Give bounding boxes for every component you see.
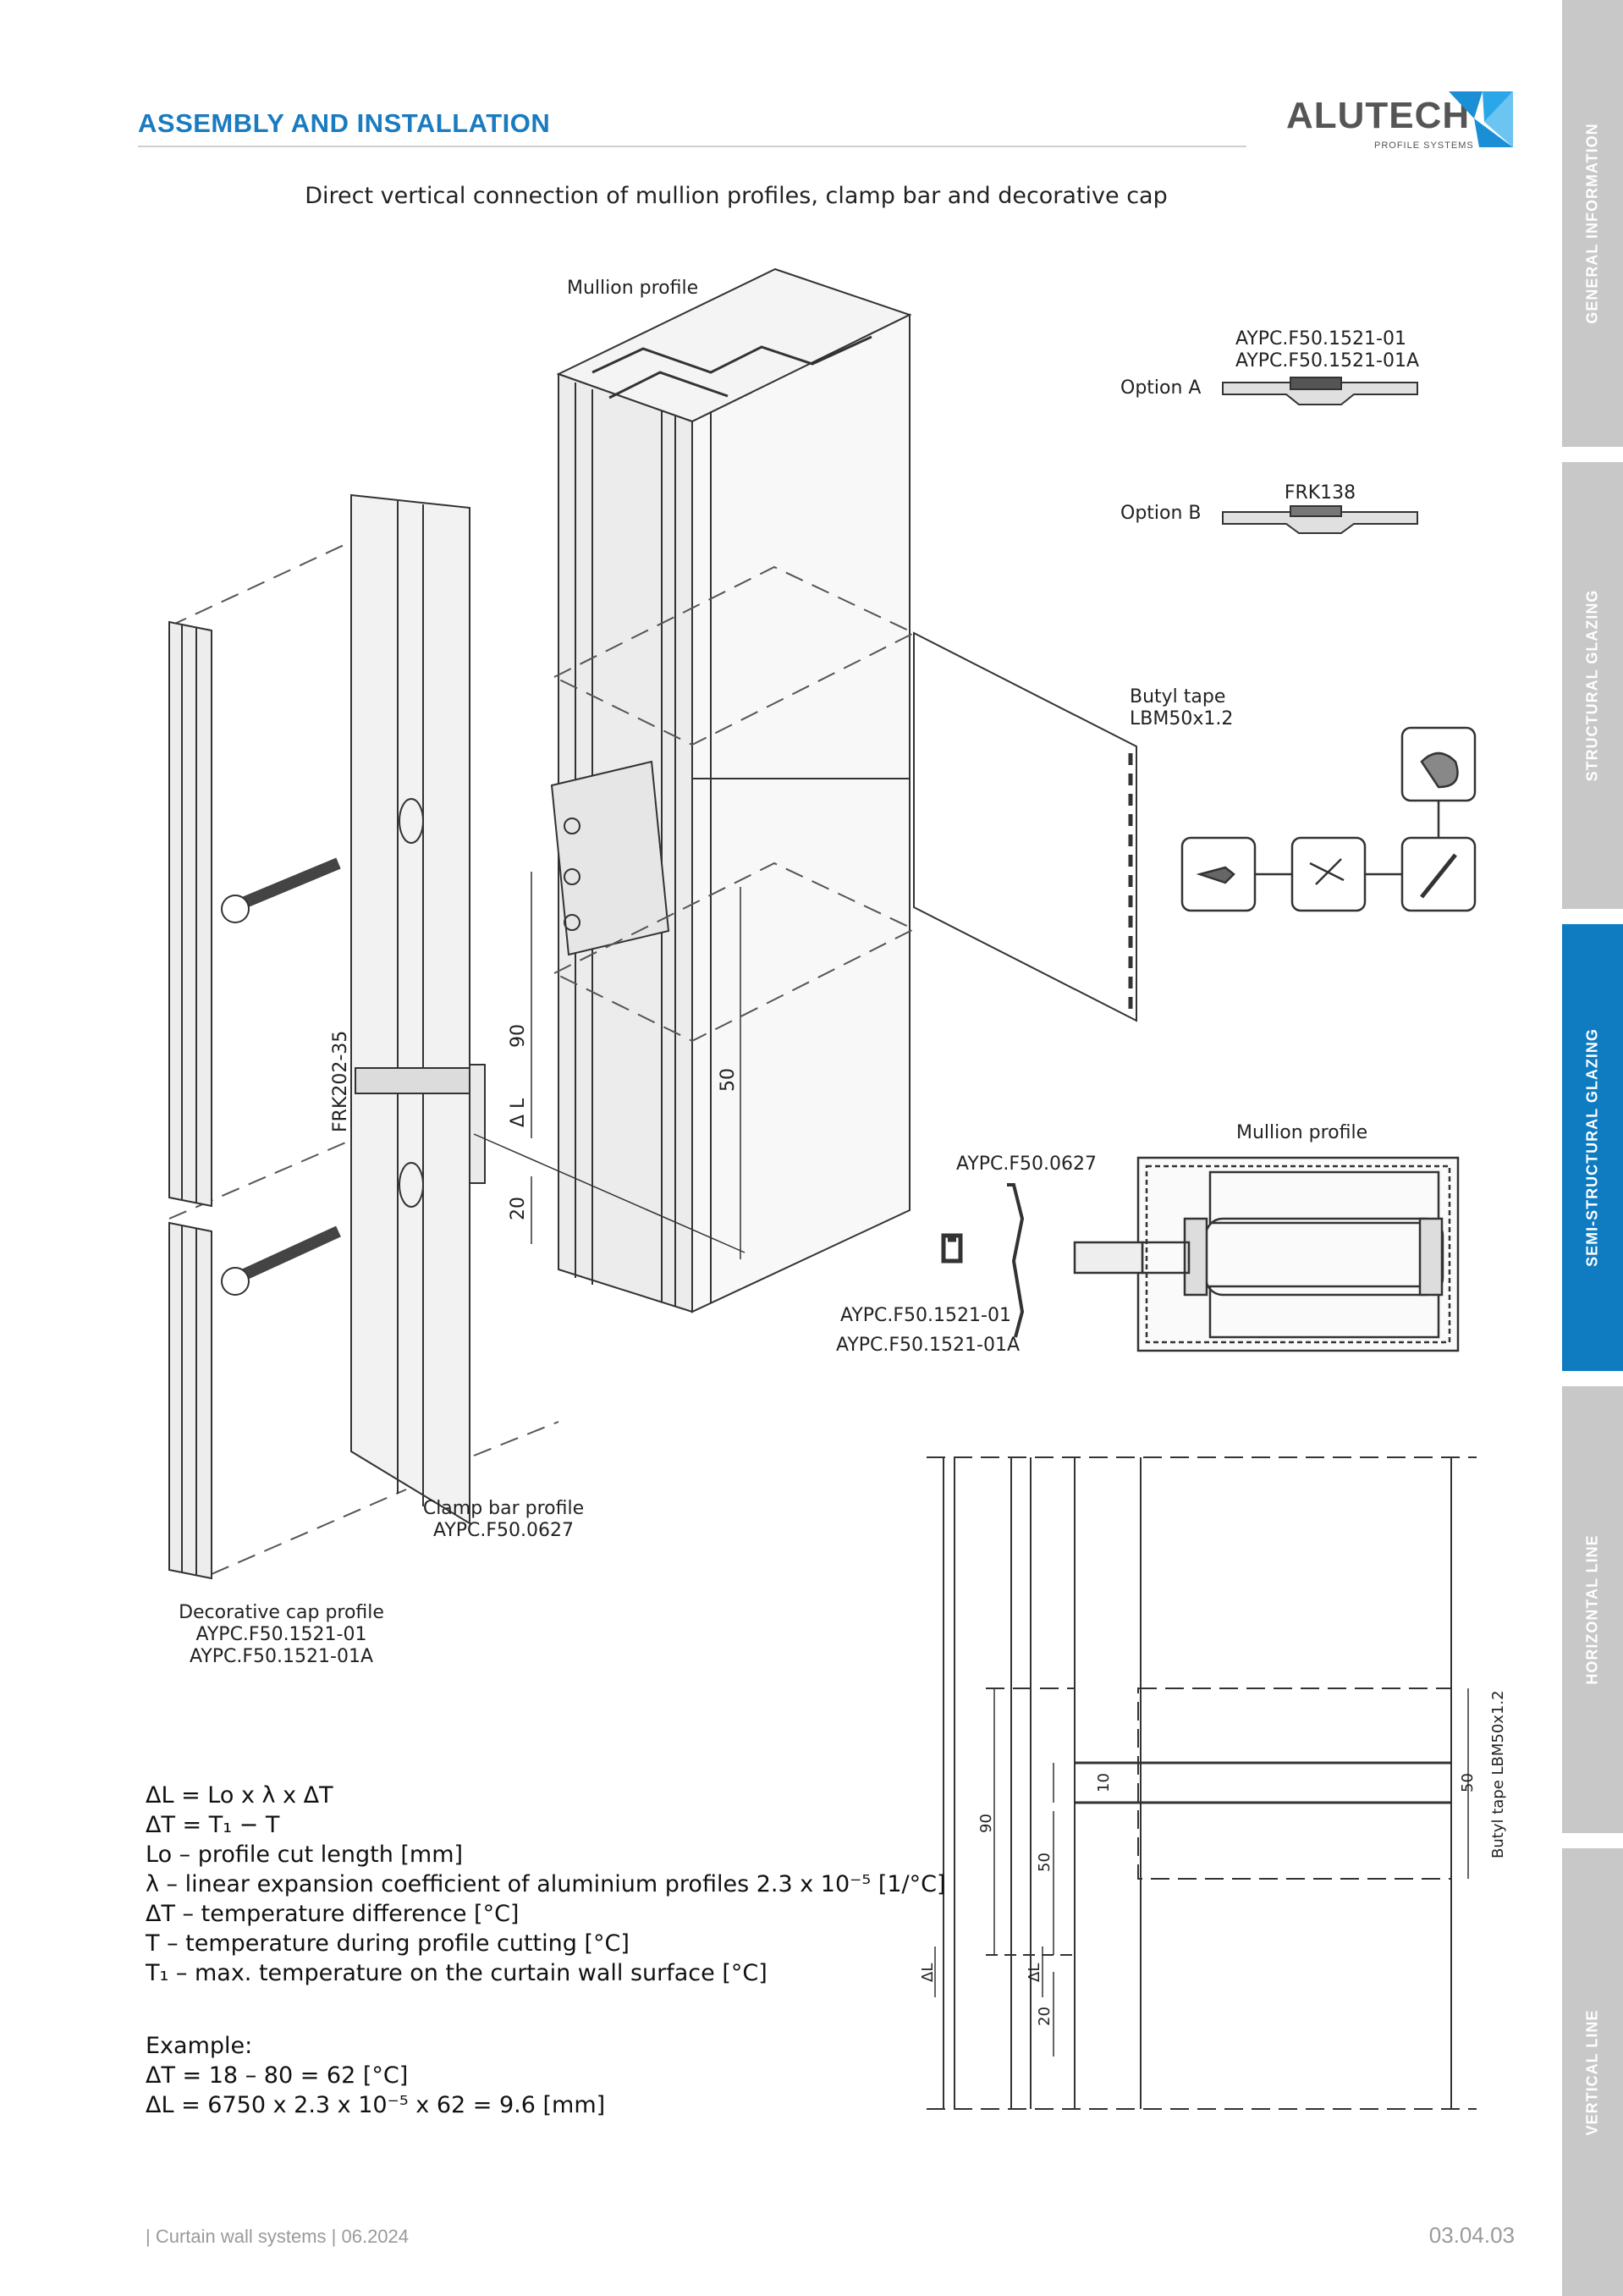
tab-label: HORIZONTAL LINE bbox=[1583, 1534, 1601, 1685]
tab-label: GENERAL INFORMATION bbox=[1583, 123, 1601, 324]
example-heading: Example: bbox=[146, 2033, 253, 2059]
header-divider bbox=[138, 146, 1246, 147]
dim-20: 20 bbox=[508, 1197, 529, 1220]
label-frk202: FRK202-35 bbox=[330, 1030, 351, 1132]
tab-structural-glazing[interactable]: STRUCTURAL GLAZING bbox=[1562, 462, 1623, 909]
logo-mark-icon bbox=[1449, 91, 1513, 147]
dimension-lines bbox=[473, 872, 745, 1259]
label-mullion-section: Mullion profile bbox=[1236, 1122, 1368, 1143]
decorative-cap-upper bbox=[168, 620, 212, 1208]
alutech-logo: ALUTECH PROFILE SYSTEMS bbox=[1286, 85, 1515, 152]
label-butyl-tape: Butyl tape bbox=[1130, 686, 1226, 708]
el-dim-50: 50 bbox=[1036, 1853, 1054, 1872]
el-dim-20: 20 bbox=[1036, 2007, 1054, 2026]
connector-sleeve bbox=[550, 760, 670, 956]
example-block: Example: ΔT = 18 – 80 = 62 [°C] ΔL = 675… bbox=[146, 2031, 605, 2120]
tab-semi-structural-glazing[interactable]: SEMI-STRUCTURAL GLAZING bbox=[1562, 924, 1623, 1371]
tab-horizontal-line[interactable]: HORIZONTAL LINE bbox=[1562, 1386, 1623, 1833]
label-decorative-cap-code-2: AYPC.F50.1521-01A bbox=[189, 1646, 373, 1667]
el-dim-50b: 50 bbox=[1459, 1773, 1477, 1792]
label-clamp-bar: Clamp bar profile bbox=[422, 1498, 585, 1519]
dim-90: 90 bbox=[508, 1024, 529, 1048]
screw-lower bbox=[221, 1225, 341, 1296]
label-mullion-profile: Mullion profile bbox=[567, 278, 699, 299]
el-dim-delta-l-2: ΔL bbox=[1026, 1963, 1043, 1982]
dim-50: 50 bbox=[718, 1068, 739, 1092]
label-option-a: Option A bbox=[1120, 377, 1202, 399]
label-decorative-cap: Decorative cap profile bbox=[179, 1602, 384, 1623]
label-option-a-code-2: AYPC.F50.1521-01A bbox=[1235, 350, 1420, 372]
label-section-clamp-code: AYPC.F50.0627 bbox=[956, 1154, 1098, 1175]
label-option-b: Option B bbox=[1120, 503, 1202, 524]
el-dim-10: 10 bbox=[1095, 1773, 1113, 1792]
example-line: ΔT = 18 – 80 = 62 [°C] bbox=[146, 2062, 409, 2089]
drawing-subtitle: Direct vertical connection of mullion pr… bbox=[305, 183, 1168, 209]
option-a-profile bbox=[1222, 377, 1418, 405]
formula-line: ΔT = T₁ − T bbox=[146, 1812, 280, 1838]
clamp-bar-profile bbox=[350, 493, 486, 1525]
mullion-section bbox=[941, 1156, 1460, 1352]
dim-delta-l: Δ L bbox=[508, 1098, 529, 1127]
tab-label: STRUCTURAL GLAZING bbox=[1583, 589, 1601, 782]
formula-line: Lo – profile cut length [mm] bbox=[146, 1842, 464, 1868]
el-dim-90: 90 bbox=[977, 1814, 995, 1833]
formula-block: ΔL = Lo x λ x ΔT ΔT = T₁ − T Lo – profil… bbox=[146, 1781, 946, 1988]
logo-subtitle: PROFILE SYSTEMS bbox=[1374, 140, 1474, 151]
instruction-pictograms bbox=[1180, 726, 1477, 912]
el-label-butyl-tape: Butyl tape LBM50x1.2 bbox=[1489, 1690, 1507, 1858]
formula-line: λ – linear expansion coefficient of alum… bbox=[146, 1871, 946, 1897]
formula-line: T – temperature during profile cutting [… bbox=[146, 1930, 630, 1957]
page-number: 03.04.03 bbox=[1428, 2222, 1515, 2248]
logo-wordmark: ALUTECH bbox=[1286, 95, 1471, 136]
decorative-cap-lower bbox=[168, 1221, 212, 1580]
example-line: ΔL = 6750 x 2.3 x 10⁻⁵ x 62 = 9.6 [mm] bbox=[146, 2092, 606, 2118]
option-b-profile bbox=[1222, 505, 1418, 534]
tab-label: VERTICAL LINE bbox=[1583, 2009, 1601, 2135]
label-option-a-code-1: AYPC.F50.1521-01 bbox=[1235, 328, 1406, 350]
section-title: ASSEMBLY AND INSTALLATION bbox=[138, 108, 551, 138]
formula-line: ΔL = Lo x λ x ΔT bbox=[146, 1782, 333, 1809]
tab-label: SEMI-STRUCTURAL GLAZING bbox=[1583, 1028, 1601, 1267]
tab-vertical-line[interactable]: VERTICAL LINE bbox=[1562, 1848, 1623, 2296]
label-section-cap-code-2: AYPC.F50.1521-01A bbox=[836, 1335, 1021, 1356]
footer-document-info: | Curtain wall systems | 06.2024 bbox=[146, 2226, 410, 2247]
butyl-tape-sheet bbox=[913, 631, 1137, 1022]
label-section-cap-code-1: AYPC.F50.1521-01 bbox=[840, 1305, 1011, 1326]
label-butyl-tape-code: LBM50x1.2 bbox=[1130, 708, 1234, 730]
label-decorative-cap-code-1: AYPC.F50.1521-01 bbox=[195, 1624, 367, 1645]
formula-line: T₁ – max. temperature on the curtain wal… bbox=[146, 1960, 767, 1986]
tab-general-information[interactable]: GENERAL INFORMATION bbox=[1562, 0, 1623, 447]
formula-line: ΔT – temperature difference [°C] bbox=[146, 1901, 520, 1927]
label-option-b-code: FRK138 bbox=[1284, 482, 1356, 504]
screw-upper bbox=[221, 857, 341, 923]
elevation-view bbox=[927, 1456, 1477, 2110]
label-clamp-bar-code: AYPC.F50.0627 bbox=[432, 1520, 575, 1541]
